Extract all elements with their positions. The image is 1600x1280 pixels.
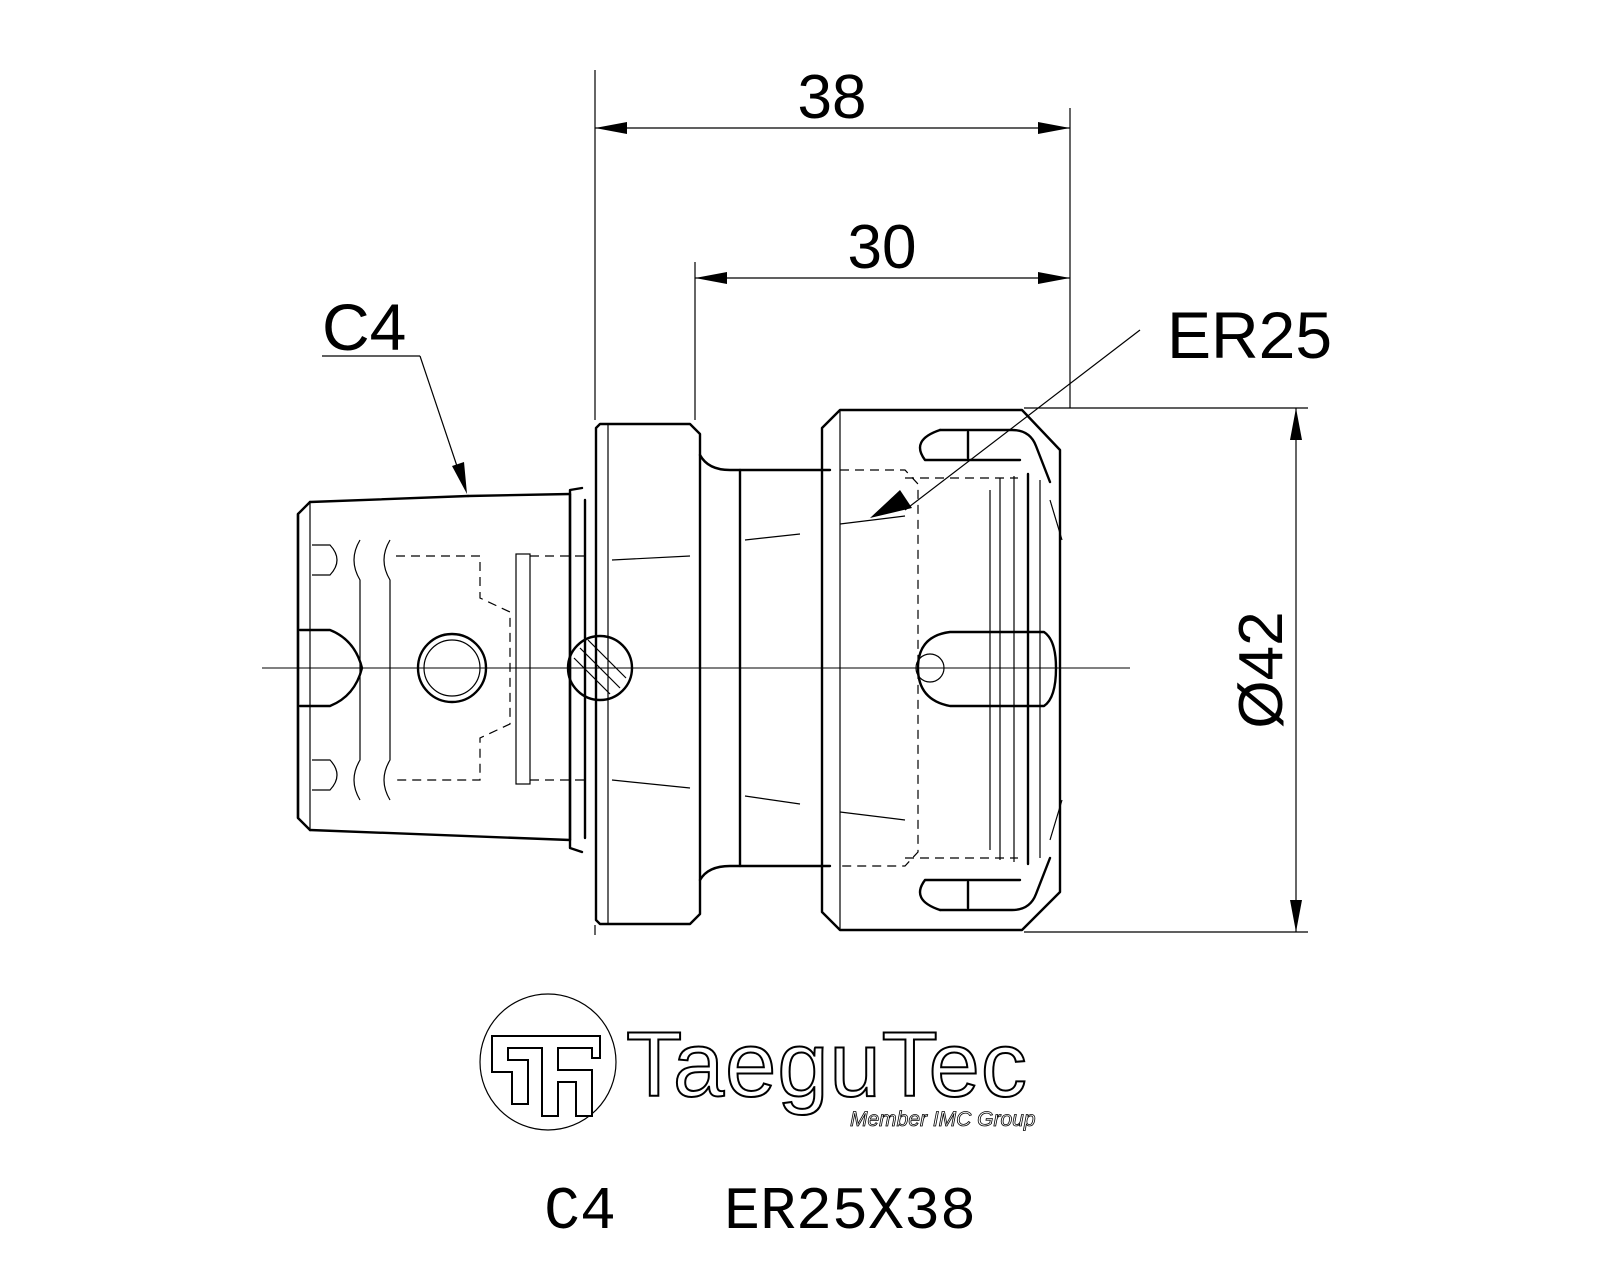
part-caption: C4 ER25X38: [544, 1179, 976, 1247]
leader-c4: [322, 355, 467, 494]
dimension-diameter-label: Ø42: [1227, 611, 1296, 728]
leader-er25: [870, 329, 1141, 518]
dimension-30: [695, 272, 1070, 284]
extension-lines: [594, 70, 1308, 935]
label-er25: ER25: [1167, 298, 1332, 372]
dimension-30-label: 30: [848, 213, 917, 282]
collet-nut: [820, 408, 1063, 932]
taegutec-logo: TaeguTec Member IMC Group: [479, 993, 1036, 1131]
neck: [698, 453, 832, 882]
label-c4: C4: [322, 290, 406, 364]
logo-mark-icon: [491, 1035, 601, 1117]
shank-body: [296, 492, 634, 842]
dimension-38-label: 38: [798, 63, 867, 132]
logo-tagline: Member IMC Group: [850, 1108, 1036, 1131]
logo-brand: TaeguTec: [626, 1014, 1028, 1116]
dimension-diameter: [1290, 408, 1302, 932]
dimension-38: [595, 122, 1070, 134]
flange: [568, 422, 702, 926]
